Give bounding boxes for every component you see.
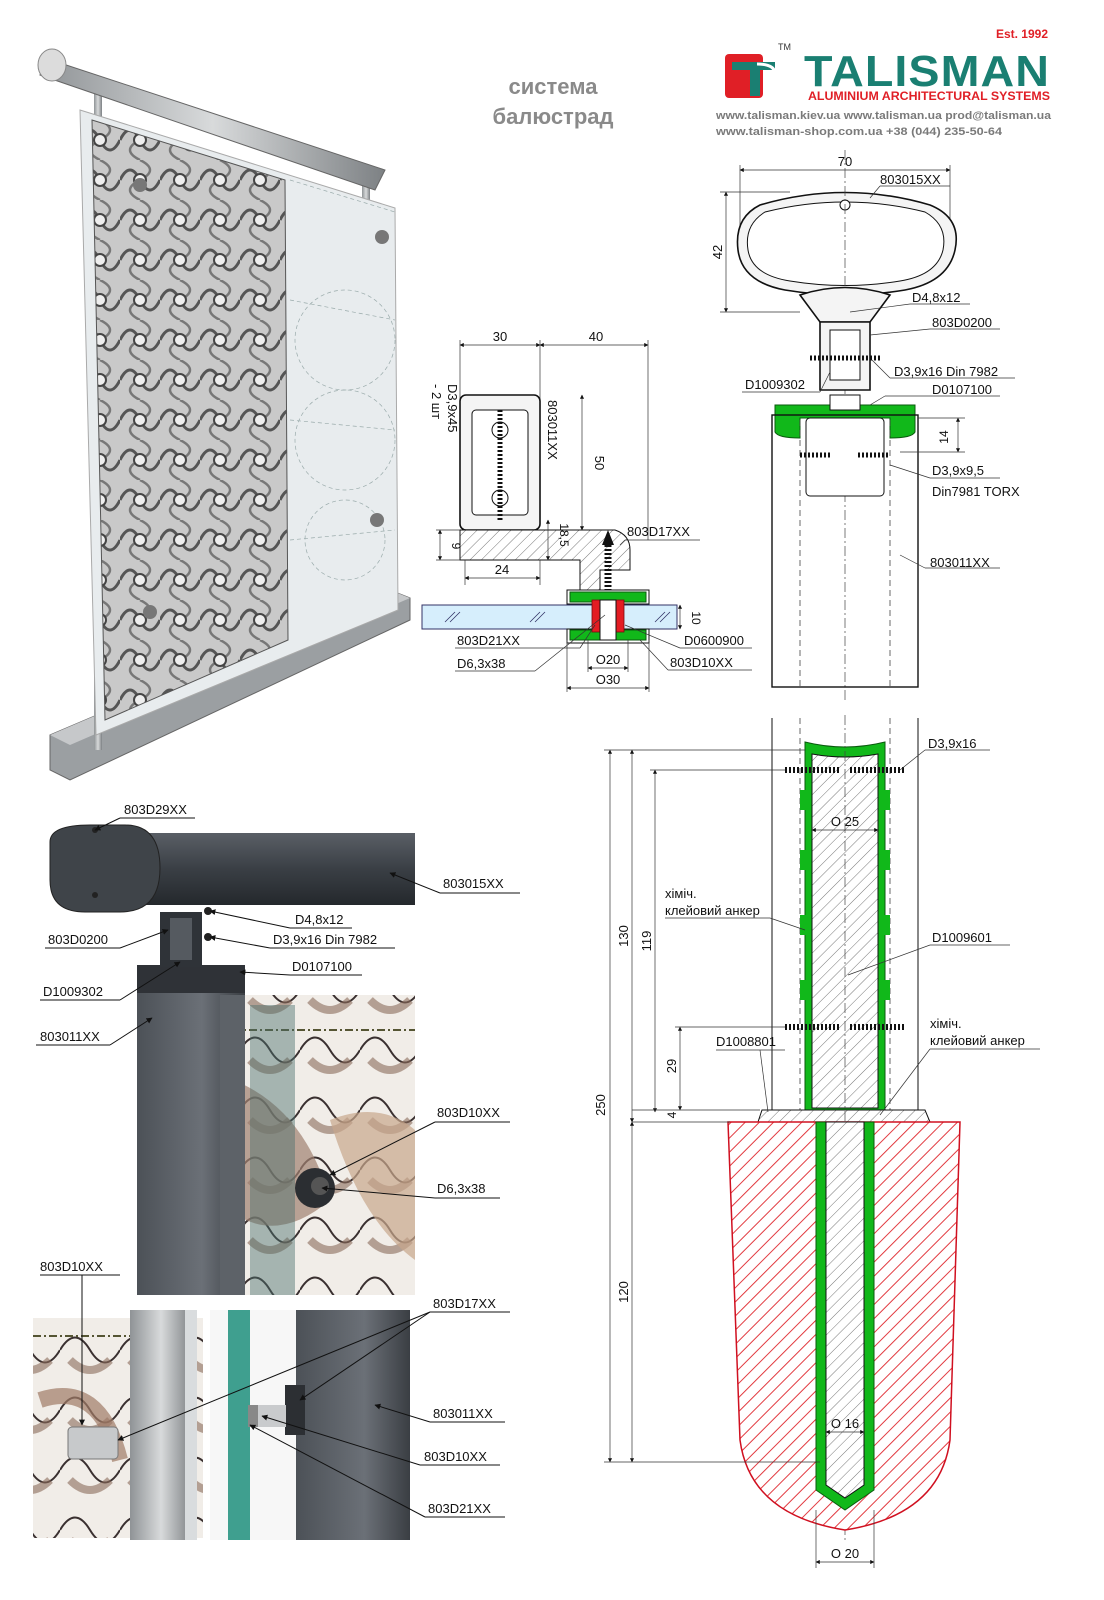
svg-text:D1008801: D1008801 <box>716 1034 776 1049</box>
svg-text:- 2 шт: - 2 шт <box>429 384 444 419</box>
svg-text:D6,3x38: D6,3x38 <box>457 656 505 671</box>
svg-text:клейовий анкер: клейовий анкер <box>930 1033 1025 1048</box>
svg-text:119: 119 <box>639 931 654 952</box>
svg-text:29: 29 <box>664 1059 679 1073</box>
svg-text:50: 50 <box>592 456 607 470</box>
top-detail-photo: 803D29XX 803015XX D4,8x12 803D0200 D3,9x… <box>36 802 520 1295</box>
title-line-2: балюстрад <box>493 104 614 129</box>
svg-text:O 16: O 16 <box>831 1416 859 1431</box>
handrail-section: 70 42 14 803015XX <box>710 150 1020 700</box>
svg-text:803D17XX: 803D17XX <box>627 524 690 539</box>
svg-text:D0107100: D0107100 <box>292 959 352 974</box>
svg-text:D0107100: D0107100 <box>932 382 992 397</box>
svg-text:хіміч.: хіміч. <box>930 1016 962 1031</box>
svg-text:40: 40 <box>589 329 603 344</box>
svg-text:803D0200: 803D0200 <box>48 932 108 947</box>
svg-text:14: 14 <box>937 430 951 444</box>
svg-text:D3,9x16 Din 7982: D3,9x16 Din 7982 <box>273 932 377 947</box>
header: система балюстрад TM Est. 1992 TALISMAN … <box>493 27 1052 138</box>
talisman-logo: TM Est. 1992 TALISMAN ALUMINIUM ARCHITEC… <box>715 27 1052 138</box>
label-handrail: 803015XX <box>880 172 941 187</box>
svg-text:70: 70 <box>838 154 852 169</box>
brand-name: TALISMAN <box>804 47 1050 96</box>
brand-tagline: ALUMINIUM ARCHITECTURAL SYSTEMS <box>808 91 1050 103</box>
svg-text:10: 10 <box>689 611 703 625</box>
svg-text:Din7981 TORX: Din7981 TORX <box>932 484 1020 499</box>
bottom-photos: 803D10XX 803D17XX 803011XX 803D10XX 803D… <box>33 1259 510 1540</box>
svg-text:120: 120 <box>616 1281 631 1303</box>
post-glass-section: 30 40 50 D3,9x45 - 2 шт 803011XX 9 18,5 … <box>421 329 752 692</box>
svg-text:хіміч.: хіміч. <box>665 886 697 901</box>
svg-text:803D17XX: 803D17XX <box>433 1296 496 1311</box>
svg-text:803011XX: 803011XX <box>433 1406 493 1421</box>
svg-text:D6,3x38: D6,3x38 <box>437 1181 485 1196</box>
svg-text:D4,8x12: D4,8x12 <box>295 912 343 927</box>
svg-text:803D21XX: 803D21XX <box>457 633 520 648</box>
svg-text:4: 4 <box>665 1111 679 1118</box>
svg-text:D1009302: D1009302 <box>43 984 103 999</box>
svg-text:803015XX: 803015XX <box>443 876 504 891</box>
title-line-1: система <box>509 74 599 99</box>
svg-text:803D21XX: 803D21XX <box>428 1501 491 1516</box>
svg-text:803D10XX: 803D10XX <box>670 655 733 670</box>
svg-text:D0600900: D0600900 <box>684 633 744 648</box>
svg-text:O20: O20 <box>596 652 621 667</box>
svg-text:803D10XX: 803D10XX <box>424 1449 487 1464</box>
svg-text:TM: TM <box>778 42 791 52</box>
svg-text:D1009302: D1009302 <box>745 377 805 392</box>
cap-d0107100 <box>774 404 916 439</box>
svg-text:D3,9x16: D3,9x16 <box>928 736 976 751</box>
svg-text:24: 24 <box>495 562 509 577</box>
svg-text:D3,9x16 Din 7982: D3,9x16 Din 7982 <box>894 364 998 379</box>
svg-text:130: 130 <box>616 925 631 947</box>
svg-text:803011XX: 803011XX <box>545 400 560 460</box>
svg-text:O 20: O 20 <box>831 1546 859 1561</box>
anchor-section: O 25 O 16 O 20 250 130 119 29 4 120 <box>593 715 1040 1568</box>
svg-text:D4,8x12: D4,8x12 <box>912 290 960 305</box>
contact-line-2: www.talisman-shop.com.ua +38 (044) 235-5… <box>715 126 1003 138</box>
svg-text:803D0200: 803D0200 <box>932 315 992 330</box>
svg-text:42: 42 <box>710 245 725 259</box>
est-label: Est. 1992 <box>996 27 1048 41</box>
svg-text:30: 30 <box>493 329 507 344</box>
svg-text:803011XX: 803011XX <box>930 555 990 570</box>
svg-text:D3,9x9,5: D3,9x9,5 <box>932 463 984 478</box>
svg-text:D1009601: D1009601 <box>932 930 992 945</box>
svg-text:803D10XX: 803D10XX <box>437 1105 500 1120</box>
svg-text:250: 250 <box>593 1094 608 1116</box>
contact-line-1: www.talisman.kiev.ua www.talisman.ua pro… <box>715 110 1052 122</box>
svg-text:D3,9x45: D3,9x45 <box>445 384 460 432</box>
svg-text:9: 9 <box>449 543 463 550</box>
svg-text:O30: O30 <box>596 672 621 687</box>
svg-text:803D29XX: 803D29XX <box>124 802 187 817</box>
svg-text:803D10XX: 803D10XX <box>40 1259 103 1274</box>
svg-text:803011XX: 803011XX <box>40 1029 100 1044</box>
svg-text:18,5: 18,5 <box>557 523 571 547</box>
svg-text:O 25: O 25 <box>831 814 859 829</box>
svg-text:клейовий анкер: клейовий анкер <box>665 903 760 918</box>
balustrade-render <box>37 48 411 781</box>
